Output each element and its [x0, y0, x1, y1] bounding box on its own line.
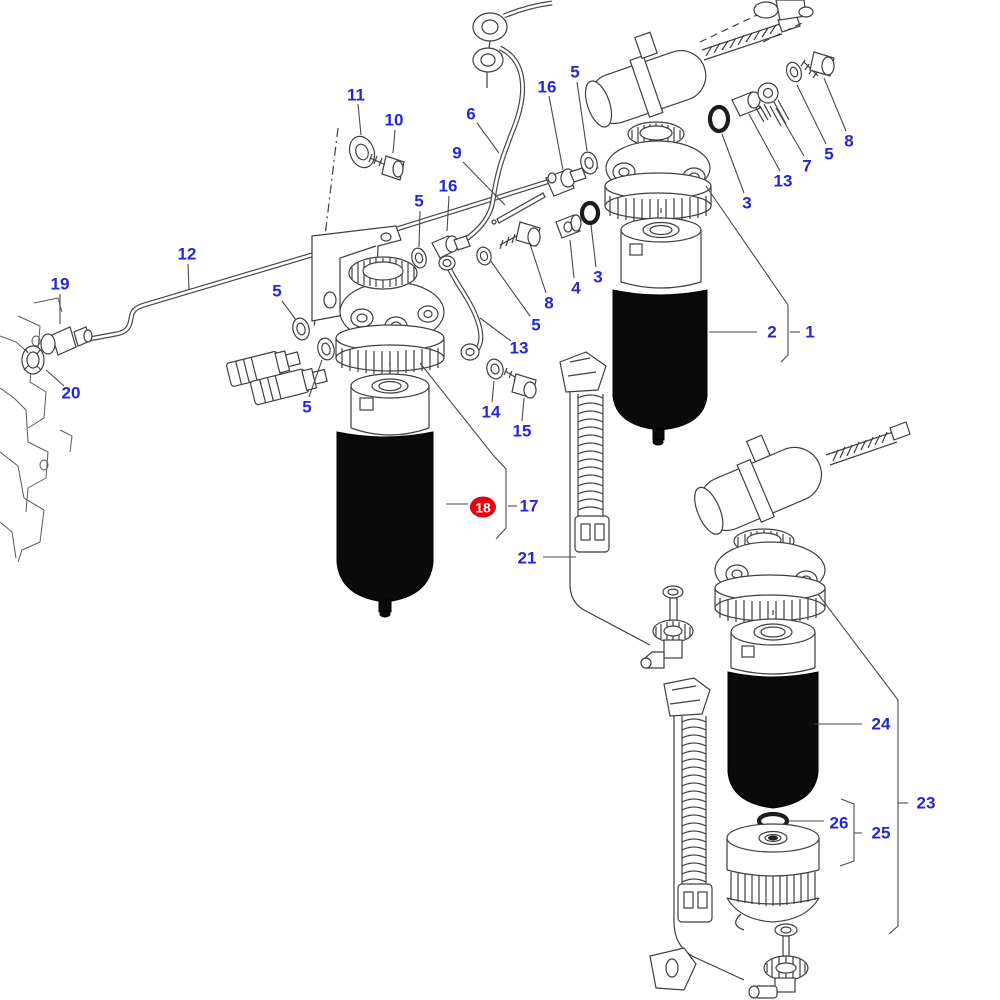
elbow-13-tr [731, 91, 772, 123]
fitting-7 [757, 82, 790, 127]
callout-10-1[interactable]: 10 [384, 110, 404, 130]
callout-6-2[interactable]: 6 [466, 104, 476, 124]
banjo-union-top [472, 0, 553, 88]
pipe-9 [491, 192, 546, 225]
callout-24-30[interactable]: 24 [871, 714, 891, 734]
washer-14 [486, 358, 504, 380]
main-filter-head [335, 256, 445, 374]
callout-3-18[interactable]: 3 [593, 267, 603, 287]
drain-hose-23 [649, 677, 745, 991]
callout-5-16[interactable]: 5 [272, 281, 282, 301]
braided-hose-1 [701, 13, 801, 61]
drain-valve-23 [748, 923, 809, 999]
callout-5-21[interactable]: 5 [531, 315, 541, 335]
leader-lines [45, 77, 908, 935]
callout-5-9[interactable]: 5 [824, 144, 834, 164]
callout-26-32[interactable]: 26 [829, 813, 849, 833]
banjo-fitting-16-top [545, 167, 587, 197]
washer-5-lower [411, 247, 427, 269]
drain-valve-mid [640, 585, 694, 669]
o-ring-3-tr [707, 104, 731, 134]
callout-4-19[interactable]: 4 [571, 278, 581, 298]
washer-5-mid [476, 246, 492, 266]
callout-13-11[interactable]: 13 [773, 171, 793, 191]
washer-5-top [580, 151, 598, 175]
banjo-bolt-8-mid [499, 221, 541, 250]
hose-13-mid [438, 255, 484, 361]
washer-5-tr [785, 61, 803, 83]
callout-8-8[interactable]: 8 [844, 131, 854, 151]
callout-20-15[interactable]: 20 [61, 383, 81, 403]
union-fitting-19 [40, 326, 93, 356]
callout-23-31[interactable]: 23 [916, 793, 936, 813]
engine-outline-sketch [0, 297, 73, 563]
plug-4 [555, 214, 582, 239]
bolt-8-tr [800, 51, 835, 79]
callout-1-24[interactable]: 1 [805, 322, 815, 342]
callout-7-10[interactable]: 7 [802, 156, 812, 176]
filter-element-24 [727, 671, 819, 809]
partial-fitting-top [699, 0, 814, 43]
callout-3-12[interactable]: 3 [742, 193, 752, 213]
assembly-23 [649, 421, 911, 999]
braided-hose-2 [825, 421, 911, 466]
callout-16-3[interactable]: 16 [537, 77, 557, 97]
callout-2-23[interactable]: 2 [767, 322, 777, 342]
o-ring-3-mid [579, 200, 601, 226]
callout-16-6[interactable]: 16 [438, 176, 458, 196]
callout-21-29[interactable]: 21 [517, 548, 537, 568]
callout-13-22[interactable]: 13 [509, 338, 529, 358]
mounting-hardware [313, 127, 405, 329]
callout-5-4[interactable]: 5 [570, 62, 580, 82]
fuel-pipe-12 [83, 163, 599, 343]
bolt-15 [503, 367, 537, 399]
callout-5-17[interactable]: 5 [302, 397, 312, 417]
callout-8-20[interactable]: 8 [544, 293, 554, 313]
callout-15-26[interactable]: 15 [512, 421, 532, 441]
washer-20 [21, 345, 45, 375]
elbow-fitting-16-lower [431, 235, 471, 259]
callout-17-28[interactable]: 17 [519, 496, 539, 516]
callout-9-5[interactable]: 9 [452, 143, 462, 163]
callout-18-27[interactable]: 18 [470, 496, 496, 518]
main-filter-element [336, 362, 434, 618]
separator-bowl-25 [726, 823, 820, 931]
fuel-tube-6 [454, 45, 526, 249]
assembly-1 [584, 0, 835, 446]
callout-25-33[interactable]: 25 [871, 823, 891, 843]
callout-12-13[interactable]: 12 [177, 244, 197, 264]
callout-11-0[interactable]: 11 [347, 85, 365, 105]
callout-5-7[interactable]: 5 [414, 191, 424, 211]
callout-14-25[interactable]: 14 [481, 402, 501, 422]
drain-hose-21 [559, 351, 694, 669]
callout-19-14[interactable]: 19 [50, 274, 70, 294]
